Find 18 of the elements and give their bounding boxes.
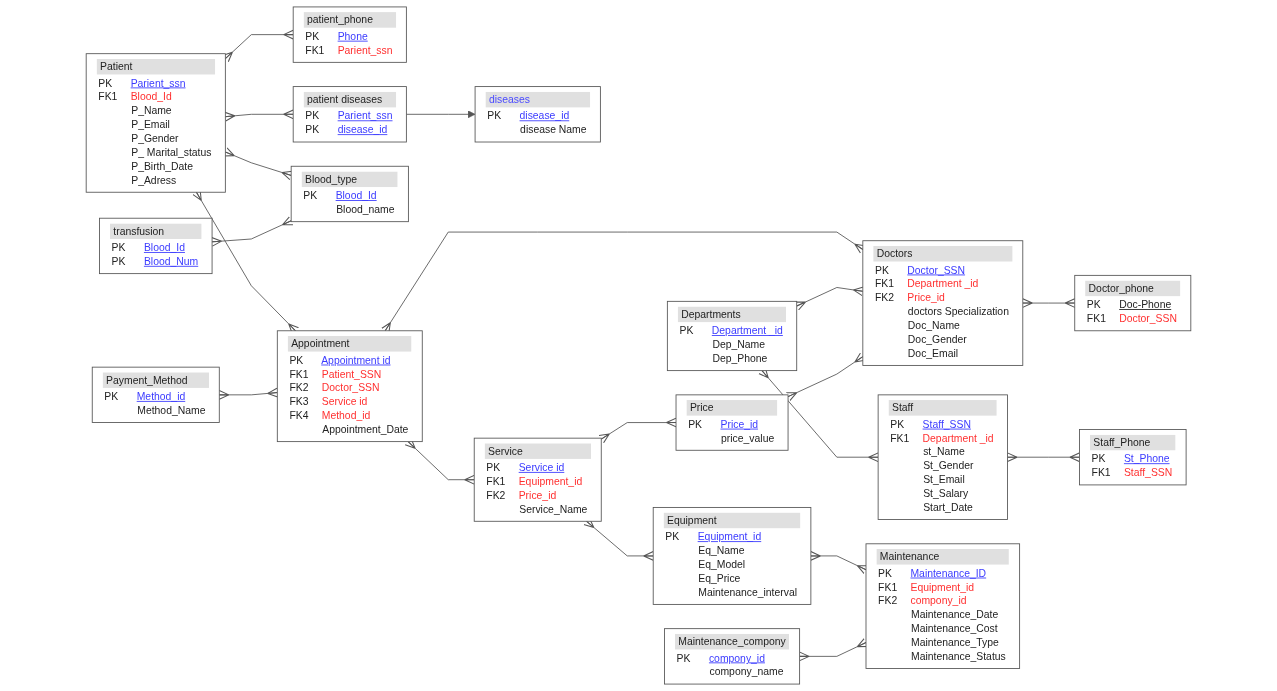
node-box: patient diseases PK Parient_ssn PK disease_id bbox=[292, 86, 407, 143]
node-box: Blood_type PK Blood_Id Blood_name bbox=[290, 165, 409, 223]
node-box: Maintenance PK Maintenance_ID FK1 Equipment_id FK2 compony_id Maintenance_Date Maintenance_Cost Maintenance_Type Maintenance_Status bbox=[865, 543, 1021, 669]
node-box: Price PK Price_id price_value bbox=[675, 394, 789, 451]
node-box: Appointment PK Appointment id FK1 Patient_SSN FK2 Doctor_SSN FK3 Service id FK4 Method_id Appointment_Date bbox=[276, 330, 423, 443]
node-box: patient_phone PK Phone FK1 Parient_ssn bbox=[292, 6, 407, 63]
node-box: Maintenance_compony PK compony_id compony_name bbox=[664, 628, 801, 685]
node-box: Departments PK Department _id Dep_Name Dep_Phone bbox=[666, 300, 798, 372]
node-box: Doctor_phone PK Doc-Phone FK1 Doctor_SSN bbox=[1074, 274, 1192, 332]
node-box: Staff_Phone PK St_Phone FK1 Staff_SSN bbox=[1079, 429, 1187, 486]
node-box: transfusion PK Blood_Id PK Blood_Num bbox=[99, 217, 213, 275]
node-box: diseases PK disease_id disease Name bbox=[474, 86, 601, 143]
node-box: Doctors PK Doctor_SSN FK1 Department _id FK2 Price_id doctors Specialization Doc_Name Doc_Gender Doc_Email bbox=[862, 240, 1024, 366]
node-box: Staff PK Staff_SSN FK1 Department _id st_Name St_Gender St_Email St_Salary Start_Date bbox=[877, 394, 1008, 520]
node-box: Patient PK Parient_ssn FK1 Blood_Id P_Name P_Email P_Gender P_ Marital_status P_Birth_Date P_Adress bbox=[85, 53, 226, 193]
node-box: Payment_Method PK Method_id Method_Name bbox=[91, 366, 220, 423]
node-box: Equipment PK Equipment_id Eq_Name Eq_Model Eq_Price Maintenance_interval bbox=[652, 507, 812, 605]
node-box: Service PK Service id FK1 Equipment_id FK2 Price_id Service_Name bbox=[473, 437, 602, 522]
